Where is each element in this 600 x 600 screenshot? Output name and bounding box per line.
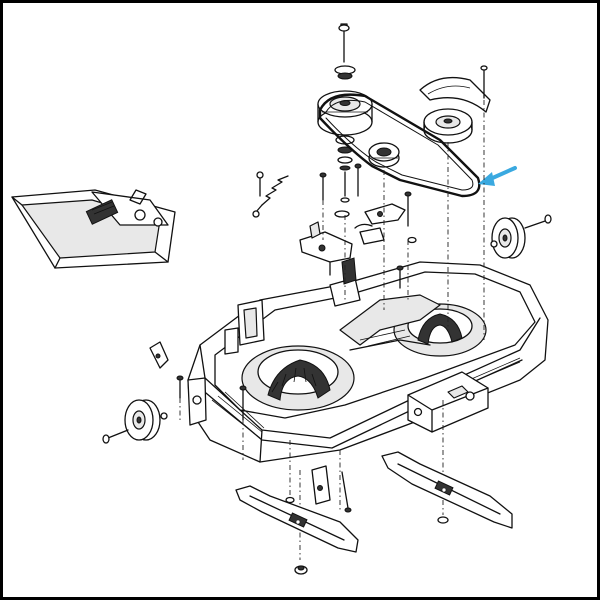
mower-blade-left	[235, 485, 359, 553]
idler-arm-bracket	[299, 221, 373, 276]
pulley-guard-cover	[419, 65, 491, 113]
left-spindle-pulley	[317, 90, 373, 136]
mower-deck-housing	[187, 261, 549, 463]
hardware-fasteners	[176, 265, 449, 575]
gauge-wheel-right	[490, 214, 552, 259]
inset-side-shield	[11, 189, 176, 269]
belt-callout-arrow	[478, 166, 517, 186]
deck-belt-guard	[339, 294, 441, 351]
gauge-wheel-left	[102, 399, 168, 444]
idler-bolt-stack	[334, 23, 356, 80]
exploded-view-drawing	[11, 23, 552, 575]
right-spindle-pulley	[423, 108, 473, 144]
deck-support-bracket	[285, 465, 352, 513]
spindle-washers	[334, 135, 355, 218]
left-spindle-housing	[241, 345, 355, 411]
carriage-bolts	[319, 163, 417, 244]
rear-hitch-bracket	[407, 371, 489, 433]
front-bracket-left	[224, 299, 265, 355]
tension-spring	[252, 171, 289, 218]
belt-guide-bracket	[359, 203, 406, 245]
mower-blade-right	[381, 451, 513, 529]
deck-stabilizer-bracket	[149, 341, 169, 369]
idler-pulley	[368, 142, 400, 168]
left-side-plate	[187, 377, 207, 426]
drive-belt	[318, 93, 481, 198]
